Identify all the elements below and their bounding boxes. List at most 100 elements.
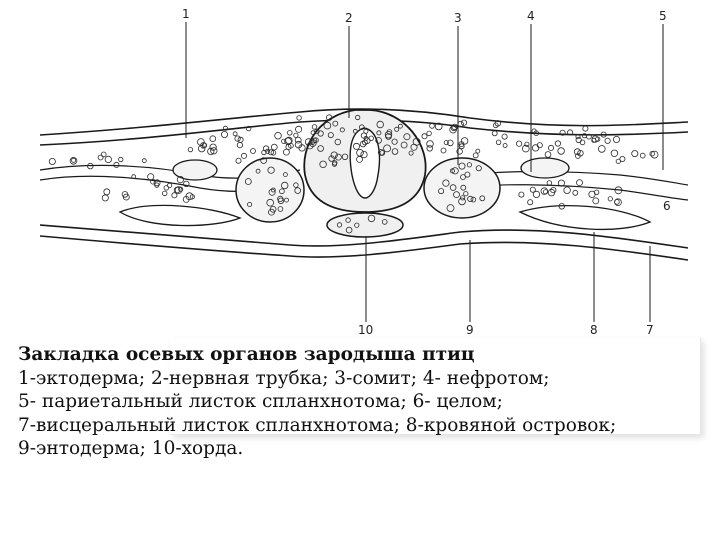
cell [529, 186, 536, 193]
cell [153, 179, 161, 187]
cell [557, 147, 565, 155]
cell [48, 157, 56, 165]
cell [460, 119, 468, 126]
cell [475, 165, 482, 172]
cell [235, 157, 242, 164]
label-8: 8 [590, 323, 598, 337]
coelom-right [518, 205, 652, 231]
cell [360, 151, 368, 159]
cell [352, 142, 360, 150]
cell [515, 140, 523, 147]
cell [470, 196, 477, 203]
cell [317, 145, 324, 152]
cell [363, 137, 371, 145]
cell [575, 134, 581, 140]
cell [147, 173, 155, 181]
figure-caption: Закладка осевых органов зародыша птиц 1-… [18, 343, 708, 461]
label-7: 7 [646, 323, 654, 337]
cell [501, 133, 508, 140]
cell [613, 135, 621, 143]
cell [183, 180, 190, 188]
cell [244, 178, 252, 185]
cell [167, 182, 173, 188]
cell [163, 185, 169, 191]
cell [451, 167, 459, 175]
caption-title: Закладка осевых органов зародыша птиц [18, 344, 475, 365]
cell [557, 179, 565, 187]
cell [266, 198, 275, 207]
cell [550, 187, 557, 194]
cell [558, 203, 565, 210]
embryo-cross-section-diagram: 1 2 3 4 5 6 10 9 8 7 [39, 7, 689, 337]
cell [100, 151, 107, 158]
cell [542, 189, 549, 195]
cell [327, 132, 334, 139]
nephrotome-left [172, 159, 218, 181]
cell [408, 150, 414, 156]
cell [287, 130, 293, 136]
cell [394, 126, 400, 132]
cell [375, 137, 382, 144]
cell [579, 139, 586, 146]
coelom-left [118, 204, 242, 227]
cell [385, 133, 392, 140]
cell [118, 156, 124, 163]
cell [573, 148, 581, 156]
cell [546, 180, 553, 186]
cell [323, 121, 332, 130]
cell [310, 130, 316, 136]
cell [429, 123, 435, 129]
cell [533, 130, 539, 137]
cell [209, 143, 217, 151]
cell [277, 197, 285, 204]
cell [495, 139, 502, 145]
cell [460, 174, 466, 181]
cell [236, 142, 243, 149]
cell [591, 137, 597, 143]
label-6: 6 [663, 199, 671, 213]
cell [460, 137, 469, 145]
cell [279, 188, 285, 195]
cell [639, 152, 646, 159]
cell [331, 161, 338, 167]
cell [421, 133, 428, 140]
cell [397, 123, 403, 129]
cell [282, 148, 290, 156]
cell [71, 157, 77, 163]
cell [532, 190, 541, 198]
cell [295, 125, 303, 133]
cell [649, 150, 655, 157]
cell [440, 147, 447, 154]
cell [531, 144, 540, 152]
cell [284, 137, 292, 146]
cell [345, 226, 353, 234]
cell [410, 143, 418, 151]
cell [581, 133, 588, 139]
cell [527, 199, 534, 206]
cell [339, 127, 345, 133]
cell [536, 142, 543, 149]
cell [104, 155, 112, 163]
cell [604, 137, 611, 144]
cell [267, 166, 275, 174]
cell [334, 138, 341, 146]
cell [479, 195, 486, 202]
cell [426, 140, 434, 148]
cell [171, 192, 178, 199]
cell [607, 196, 613, 202]
cell [458, 162, 466, 170]
cell [363, 128, 369, 134]
notochord [326, 212, 404, 238]
cell [449, 168, 455, 174]
cell [187, 147, 193, 153]
cell [354, 222, 360, 228]
cell [220, 130, 228, 138]
cell [174, 186, 183, 194]
cell [383, 144, 392, 153]
cell [426, 145, 433, 152]
cell [306, 142, 314, 150]
label-3: 3 [454, 11, 462, 25]
cell [330, 151, 338, 159]
cell [245, 125, 252, 132]
